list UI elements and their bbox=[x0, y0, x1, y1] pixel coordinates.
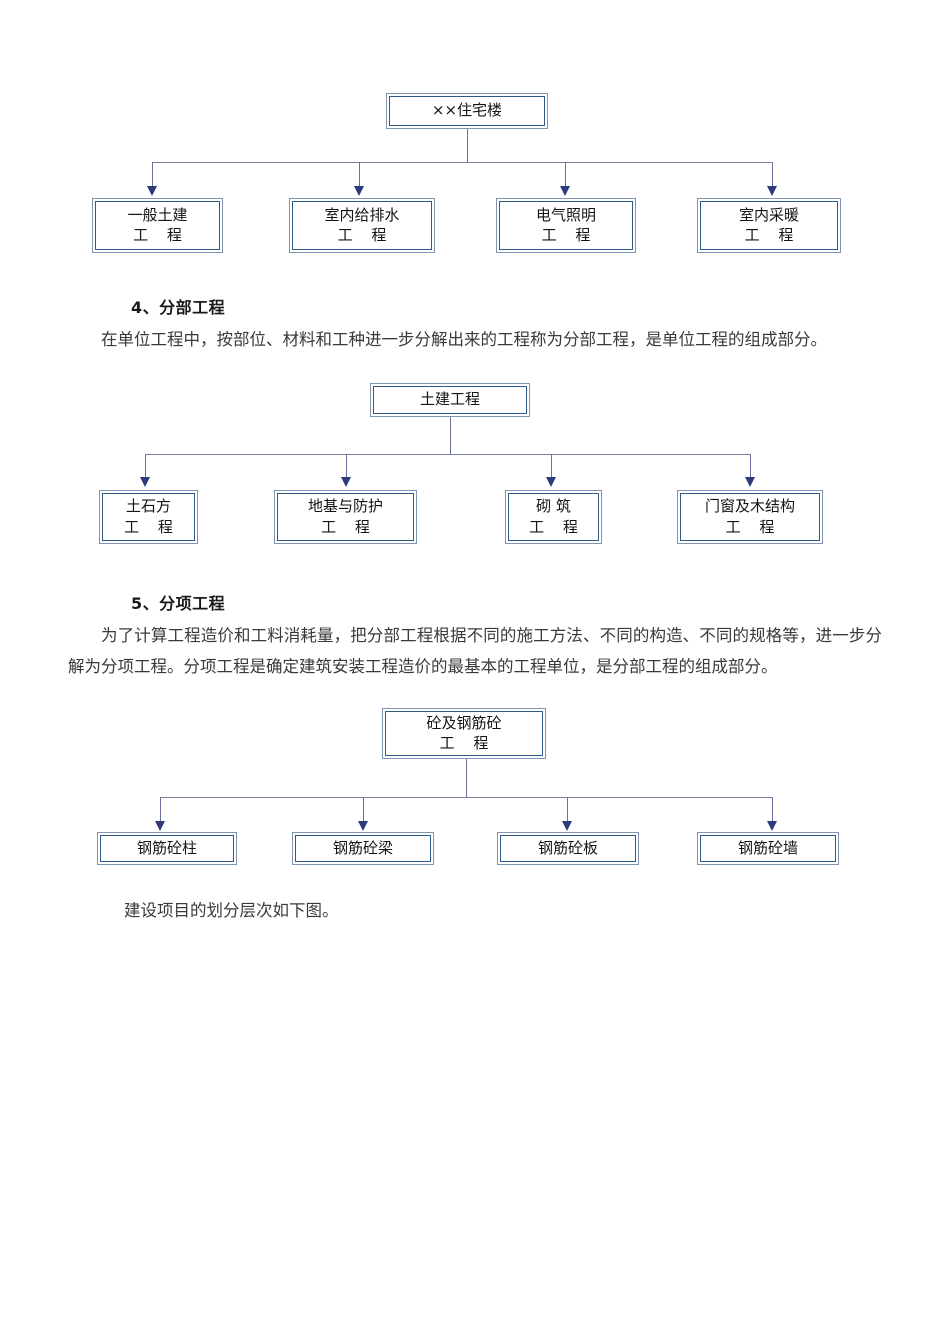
flowchart1-child-node-4: 室内采暖 工 程 bbox=[697, 198, 841, 253]
flowchart2-root-label-line1: 土建工程 bbox=[419, 390, 480, 409]
flowchart1-drop-1 bbox=[152, 162, 153, 187]
flowchart3-arrow-2 bbox=[358, 821, 368, 831]
flowchart2-child-1-line1: 土石方 bbox=[125, 497, 171, 516]
flowchart2-drop-3 bbox=[551, 454, 552, 478]
flowchart3-root-label-line2: 工 程 bbox=[439, 734, 496, 752]
flowchart2-child-2-line2: 工 程 bbox=[321, 517, 377, 536]
flowchart2-drop-2 bbox=[346, 454, 347, 478]
flowchart3-child-node-2: 钢筋砼梁 bbox=[292, 832, 434, 865]
closing-paragraph: 建设项目的划分层次如下图。 bbox=[124, 901, 339, 920]
flowchart3-drop-2 bbox=[363, 797, 364, 822]
flowchart3-child-node-3: 钢筋砼板 bbox=[497, 832, 639, 865]
flowchart1-drop-4 bbox=[772, 162, 773, 187]
flowchart2-child-4-line1: 门窗及木结构 bbox=[704, 497, 795, 516]
flowchart2-arrow-1 bbox=[140, 477, 150, 487]
flowchart2-arrow-4 bbox=[745, 477, 755, 487]
flowchart3-arrow-3 bbox=[562, 821, 572, 831]
flowchart1-child-3-line2: 工 程 bbox=[541, 226, 598, 244]
flowchart2-child-3-line1: 砌 筑 bbox=[536, 497, 571, 516]
flowchart2-child-1-line2: 工 程 bbox=[124, 517, 180, 536]
flowchart1-drop-3 bbox=[565, 162, 566, 187]
flowchart1-child-1-line2: 工 程 bbox=[133, 226, 189, 244]
flowchart2-child-node-4: 门窗及木结构 工 程 bbox=[677, 490, 823, 544]
flowchart2-arrow-3 bbox=[546, 477, 556, 487]
flowchart1-child-3-line1: 电气照明 bbox=[535, 205, 596, 224]
flowchart2-root-node: 土建工程 bbox=[370, 383, 530, 417]
flowchart1-arrow-2 bbox=[354, 186, 364, 196]
flowchart2-child-node-1: 土石方 工 程 bbox=[99, 490, 198, 544]
flowchart1-root-label-line1: ××住宅楼 bbox=[431, 101, 503, 120]
flowchart3-child-2-label: 钢筋砼梁 bbox=[332, 838, 393, 857]
flowchart1-child-4-line2: 工 程 bbox=[744, 226, 801, 244]
flowchart2-child-2-line1: 地基与防护 bbox=[307, 497, 383, 516]
flowchart2-child-node-2: 地基与防护 工 程 bbox=[274, 490, 417, 544]
flowchart1-child-node-2: 室内给排水 工 程 bbox=[289, 198, 435, 253]
flowchart2-drop-1 bbox=[145, 454, 146, 478]
flowchart3-child-4-label: 钢筋砼墙 bbox=[737, 838, 798, 857]
flowchart1-child-4-line1: 室内采暖 bbox=[738, 205, 799, 224]
flowchart1-child-2-line1: 室内给排水 bbox=[324, 205, 400, 224]
flowchart3-arrow-1 bbox=[155, 821, 165, 831]
flowchart1-child-node-1: 一般土建 工 程 bbox=[92, 198, 223, 253]
paragraph-section-5: 为了计算工程造价和工料消耗量，把分部工程根据不同的施工方法、不同的构造、不同的规… bbox=[68, 626, 882, 676]
heading-section-5: 5、分项工程 bbox=[131, 594, 226, 613]
flowchart1-child-2-line2: 工 程 bbox=[337, 226, 394, 244]
flowchart3-drop-1 bbox=[160, 797, 161, 822]
flowchart1-arrow-4 bbox=[767, 186, 777, 196]
flowchart1-child-node-3: 电气照明 工 程 bbox=[496, 198, 636, 253]
flowchart2-child-3-line2: 工 程 bbox=[529, 517, 585, 536]
flowchart3-drop-4 bbox=[772, 797, 773, 822]
flowchart3-bus bbox=[160, 797, 772, 798]
flowchart3-child-node-4: 钢筋砼墙 bbox=[697, 832, 839, 865]
flowchart3-root-node: 砼及钢筋砼 工 程 bbox=[382, 708, 546, 759]
flowchart2-arrow-2 bbox=[341, 477, 351, 487]
flowchart3-child-3-label: 钢筋砼板 bbox=[537, 838, 598, 857]
flowchart3-root-label-line1: 砼及钢筋砼 bbox=[426, 713, 502, 732]
flowchart2-drop-4 bbox=[750, 454, 751, 478]
flowchart3-stem bbox=[466, 759, 467, 797]
flowchart1-bus bbox=[152, 162, 772, 163]
flowchart2-child-4-line2: 工 程 bbox=[725, 517, 782, 536]
flowchart3-drop-3 bbox=[567, 797, 568, 822]
flowchart1-stem bbox=[467, 129, 468, 162]
flowchart1-child-1-line1: 一般土建 bbox=[127, 205, 188, 224]
paragraph-section-4: 在单位工程中，按部位、材料和工种进一步分解出来的工程称为分部工程，是单位工程的组… bbox=[101, 330, 827, 349]
flowchart2-child-node-3: 砌 筑 工 程 bbox=[505, 490, 602, 544]
flowchart1-root-node: ××住宅楼 bbox=[386, 93, 548, 129]
flowchart2-stem bbox=[450, 417, 451, 454]
flowchart3-child-1-label: 钢筋砼柱 bbox=[136, 838, 197, 857]
flowchart1-arrow-3 bbox=[560, 186, 570, 196]
flowchart3-child-node-1: 钢筋砼柱 bbox=[97, 832, 237, 865]
flowchart1-drop-2 bbox=[359, 162, 360, 187]
flowchart3-arrow-4 bbox=[767, 821, 777, 831]
heading-section-4: 4、分部工程 bbox=[131, 298, 226, 317]
flowchart2-bus bbox=[145, 454, 750, 455]
flowchart1-arrow-1 bbox=[147, 186, 157, 196]
